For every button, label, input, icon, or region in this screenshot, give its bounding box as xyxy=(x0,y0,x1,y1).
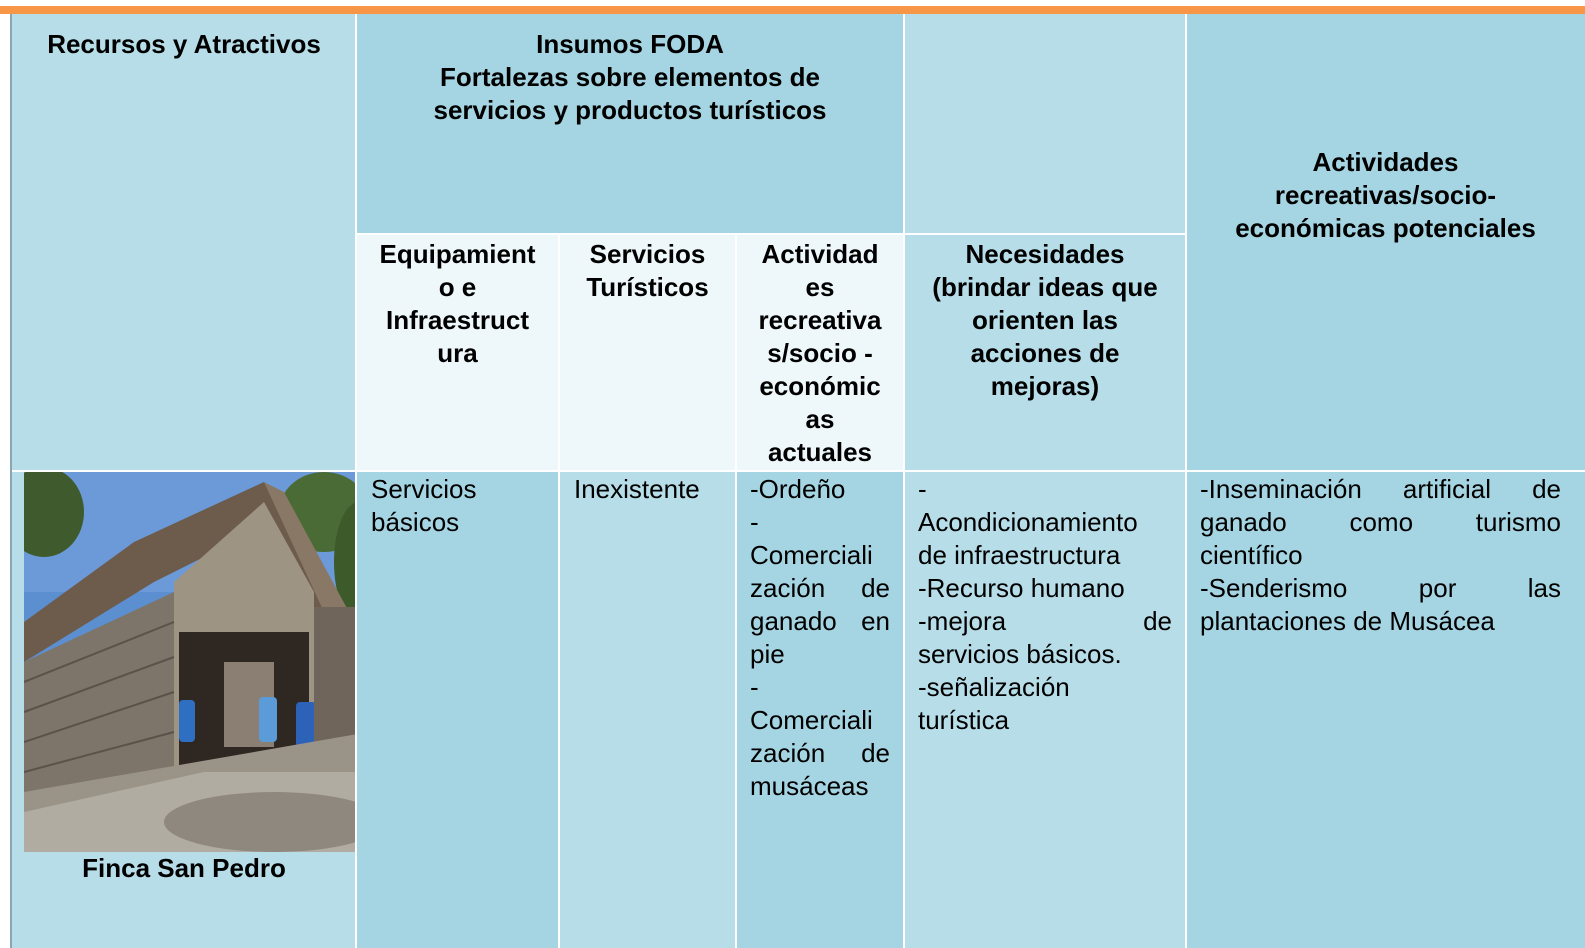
grid-line-h1 xyxy=(356,233,1186,235)
potenciales-line-1: Actividades xyxy=(1312,147,1459,177)
necesidades-line-5: mejoras) xyxy=(990,371,1100,401)
grid-line-h2 xyxy=(12,470,1585,472)
row-necesidades-line-4: -Recurso humano xyxy=(918,573,1125,603)
insumos-line-1: Insumos FODA xyxy=(536,29,724,59)
row-servicios: Inexistente xyxy=(559,471,736,948)
row-necesidades: - Acondicionamiento de infraestructura -… xyxy=(904,471,1186,948)
header-necesidades: Necesidades (brindar ideas que orienten … xyxy=(904,234,1186,471)
row-actuales-line-7: - xyxy=(750,672,759,702)
row-necesidades-line-2: Acondicionamiento xyxy=(918,507,1138,537)
header-insumos-foda: Insumos FODA Fortalezas sobre elementos … xyxy=(356,14,904,234)
row-equipamiento: Servicios básicos xyxy=(356,471,559,948)
actuales-line-7: actuales xyxy=(767,437,873,467)
row-actuales-line-4: zación de xyxy=(750,573,890,603)
necesidades-line-1: Necesidades xyxy=(965,239,1125,269)
row-potenciales-line-4: -Senderismo por las xyxy=(1200,573,1561,603)
resource-name: Finca San Pedro xyxy=(12,852,356,888)
row-potenciales-line-2: ganado como turismo xyxy=(1200,507,1561,537)
row-necesidades-line-1: - xyxy=(918,474,927,504)
row-potenciales-line-1: -Inseminación artificial de xyxy=(1200,474,1561,504)
equipamiento-line-3: Infraestruct xyxy=(385,305,530,335)
grid-line-v2 xyxy=(903,14,905,948)
row-equipamiento-line-1: Servicios xyxy=(371,474,477,504)
grid-line-v4 xyxy=(558,234,560,948)
potenciales-line-3: económicas potenciales xyxy=(1235,213,1536,243)
barn-photo xyxy=(24,472,369,852)
grid-line-v5 xyxy=(735,234,737,948)
equipamiento-line-4: ura xyxy=(437,338,478,368)
row-actuales-line-10: musáceas xyxy=(750,771,869,801)
row-necesidades-line-7: -señalización xyxy=(918,672,1070,702)
row-actividades-potenciales: -Inseminación artificial de ganado como … xyxy=(1186,471,1585,948)
servicios-line-2: Turísticos xyxy=(586,272,709,302)
actuales-line-5: económic xyxy=(759,371,881,401)
row-servicios-value: Inexistente xyxy=(574,474,700,504)
necesidades-line-3: orienten las xyxy=(972,305,1118,335)
row-actuales-line-6: pie xyxy=(750,639,785,669)
row-actuales-line-9: zación de xyxy=(750,738,890,768)
grid-line-v1 xyxy=(355,14,357,948)
actuales-line-6: as xyxy=(805,404,835,434)
row-potenciales-line-3: científico xyxy=(1200,540,1303,570)
actuales-line-2: es xyxy=(805,272,835,302)
insumos-line-2: Fortalezas sobre elementos de xyxy=(439,62,821,92)
row-actuales-line-3: Comerciali xyxy=(750,540,873,570)
header-equipamiento: Equipamient o e Infraestruct ura xyxy=(356,234,559,471)
row-actuales-line-2: - xyxy=(750,507,759,537)
header-blank-cell xyxy=(904,14,1186,234)
header-servicios-turisticos: Servicios Turísticos xyxy=(559,234,736,471)
row-actuales-line-5: ganado en xyxy=(750,606,890,636)
row-equipamiento-line-2: básicos xyxy=(371,507,460,537)
grid-line-v3 xyxy=(1185,14,1187,948)
row-necesidades-line-8: turística xyxy=(918,705,1010,735)
row-necesidades-line-3: de infraestructura xyxy=(918,540,1121,570)
actuales-line-1: Actividad xyxy=(761,239,879,269)
equipamiento-line-1: Equipamient xyxy=(379,239,536,269)
insumos-line-3: servicios y productos turísticos xyxy=(433,95,827,125)
resource-name-label: Finca San Pedro xyxy=(82,853,286,883)
accent-top-bar xyxy=(0,6,1585,14)
potenciales-line-2: recreativas/socio- xyxy=(1274,180,1497,210)
header-recursos-label: Recursos y Atractivos xyxy=(47,29,321,59)
row-actuales-line-8: Comerciali xyxy=(750,705,873,735)
table-left-border xyxy=(10,14,12,948)
header-actividades-potenciales: Actividades recreativas/socio- económica… xyxy=(1186,14,1585,471)
necesidades-line-4: acciones de xyxy=(970,338,1120,368)
row-potenciales-line-5: plantaciones de Musácea xyxy=(1200,606,1495,636)
necesidades-line-2: (brindar ideas que xyxy=(932,272,1158,302)
row-necesidades-line-5: -mejora de xyxy=(918,606,1172,636)
header-actividades-actuales: Actividad es recreativa s/socio - económ… xyxy=(736,234,904,471)
row-actividades-actuales: -Ordeño - Comerciali zación de ganado en… xyxy=(736,471,904,948)
header-recursos-atractivos: Recursos y Atractivos xyxy=(12,14,356,471)
row-actuales-line-1: -Ordeño xyxy=(750,474,846,504)
actuales-line-4: s/socio - xyxy=(767,338,873,368)
row-necesidades-line-6: servicios básicos. xyxy=(918,639,1122,669)
servicios-line-1: Servicios xyxy=(589,239,706,269)
actuales-line-3: recreativa xyxy=(758,305,882,335)
equipamiento-line-2: o e xyxy=(438,272,477,302)
